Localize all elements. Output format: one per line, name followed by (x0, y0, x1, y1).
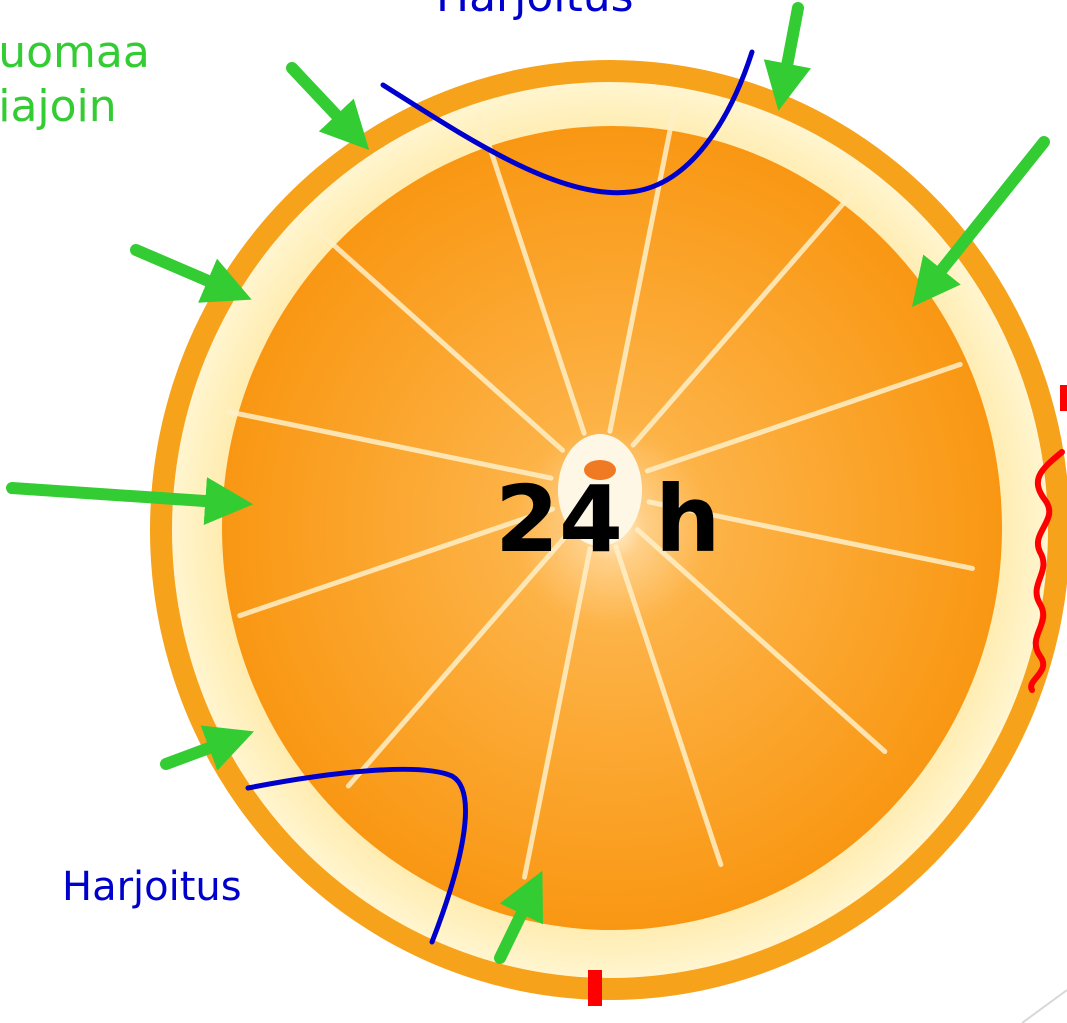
hydration-arrow-left-upper (136, 250, 234, 292)
hydration-label-line-1: juomaa (0, 26, 150, 80)
corner-decoration (1022, 990, 1067, 1023)
hydration-label: juomaa liajoin (0, 26, 150, 134)
exercise-label-top: Harjoitus (436, 0, 634, 24)
red-marker-top-right (1060, 385, 1067, 411)
exercise-label-bottom: Harjoitus (62, 862, 242, 912)
hydration-label-line-2: liajoin (0, 80, 150, 134)
hydration-arrow-top-left (292, 68, 356, 136)
red-marker-bottom (588, 970, 602, 1006)
center-time-label: 24 h (495, 465, 721, 575)
hydration-arrow-top (782, 8, 798, 92)
